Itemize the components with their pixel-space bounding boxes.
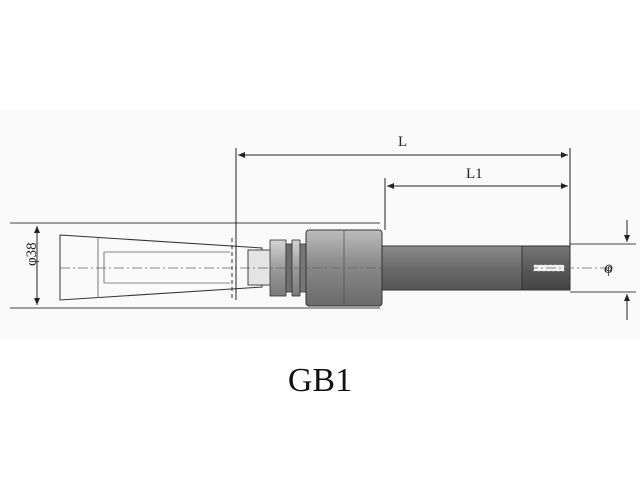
taper-shank: [10, 222, 380, 309]
dimension-diameter-label: φ38: [24, 242, 40, 266]
dimension-L: [235, 148, 571, 300]
drawing-caption: GB1: [287, 362, 353, 399]
dimension-right-label: φ: [604, 261, 613, 277]
dimension-L1: [384, 178, 568, 230]
center-mark: [605, 264, 613, 272]
dimension-L-label: L: [398, 134, 407, 150]
neck: [247, 249, 273, 286]
dimension-L1-label: L1: [466, 166, 483, 182]
right-extension-lines: [570, 243, 636, 293]
